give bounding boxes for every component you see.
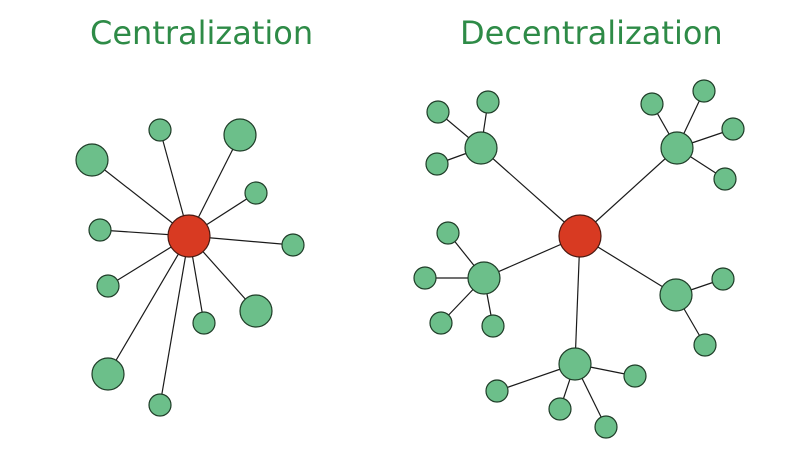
decentral-leaf-node [711,267,735,291]
decentral-leaf-node [640,92,664,116]
decentral-subhub-node [464,131,498,165]
central-hub-node [167,214,211,258]
central-leaf-node [148,118,172,142]
decentral-subhub-node [659,278,693,312]
decentral-leaf-node [485,379,509,403]
central-edge [159,235,190,406]
hub-to-subhub-edge [480,147,581,237]
central-leaf-node [192,311,216,335]
decentral-subhub-node [467,261,501,295]
decentral-subhub-node [660,131,694,165]
central-leaf-node [239,294,273,328]
decentral-leaf-node [476,90,500,114]
central-leaf-node [223,118,257,152]
decentral-subhub-node [558,347,592,381]
decentral-leaf-node [721,117,745,141]
decentral-leaf-node [425,152,449,176]
central-leaf-node [148,393,172,417]
decentral-leaf-node [594,415,618,439]
decentral-leaf-node [436,221,460,245]
central-leaf-node [244,181,268,205]
central-leaf-node [96,274,120,298]
central-leaf-node [91,357,125,391]
central-leaf-node [88,218,112,242]
decentral-leaf-node [548,397,572,421]
central-edge [107,235,190,375]
decentral-leaf-node [693,333,717,357]
decentral-hub-node [558,214,602,258]
decentral-leaf-node [713,167,737,191]
decentral-leaf-node [623,364,647,388]
central-leaf-node [281,233,305,257]
central-leaf-node [75,143,109,177]
decentral-leaf-node [413,266,437,290]
decentral-leaf-node [426,100,450,124]
decentral-leaf-node [429,311,453,335]
decentral-leaf-node [481,314,505,338]
hub-to-subhub-edge [579,147,678,237]
decentralization-title: Decentralization [460,14,723,52]
centralization-title: Centralization [90,14,314,52]
decentral-leaf-node [692,79,716,103]
